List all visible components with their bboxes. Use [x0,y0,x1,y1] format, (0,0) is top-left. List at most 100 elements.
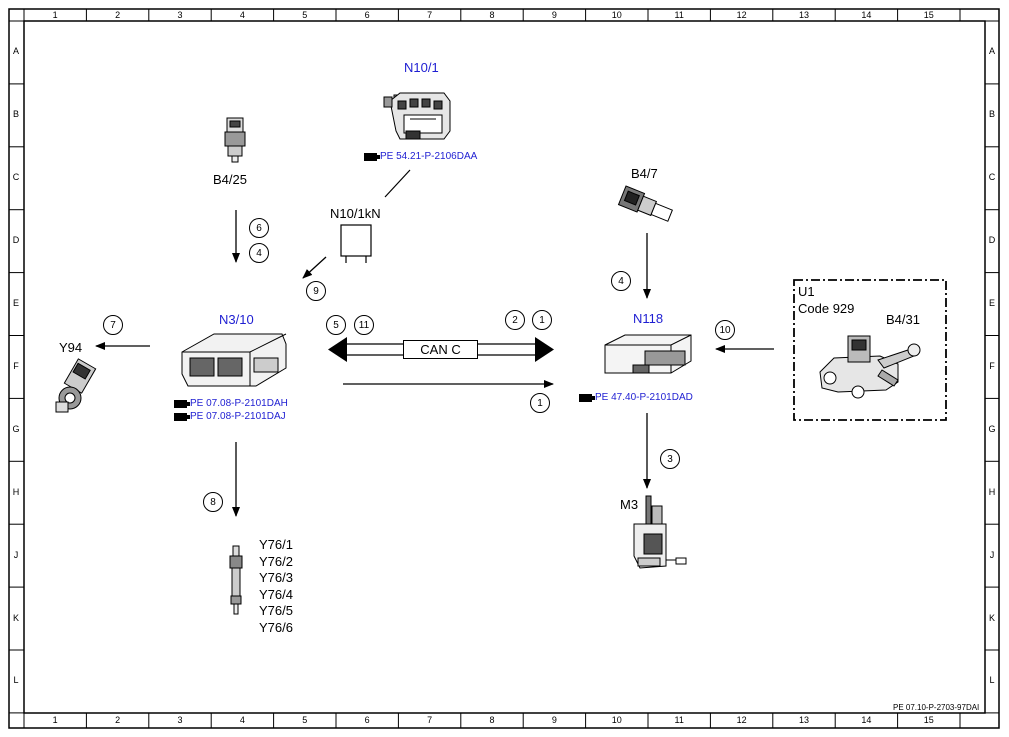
signal-10-badge: 10 [715,320,735,340]
b4-25-label: B4/25 [213,172,247,187]
row-label-left: E [12,298,19,309]
column-label-bottom: 11 [674,715,684,725]
row-label-left: B [12,109,19,120]
u1-code-label: Code 929 [798,301,855,316]
row-label-right: B [988,109,995,120]
y76-injector-drawing [229,545,243,615]
row-label-left: J [13,549,19,560]
n10-1-reference[interactable]: PE 54.21-P-2106DAA [364,151,477,162]
signal-3-badge: 3 [660,449,680,469]
row-label-left: K [12,612,19,623]
b4-31-sensor-drawing [819,335,921,399]
column-label-top: 7 [427,10,433,20]
signal-2-badge: 2 [505,310,525,330]
reference-pointer-icon [364,152,380,161]
row-label-right: A [988,46,995,57]
column-label-top: 13 [798,10,809,20]
y76-5-label: Y76/5 [259,603,293,619]
y76-2-label: Y76/2 [259,553,293,569]
column-label-bottom: 5 [302,715,308,725]
column-label-bottom: 6 [364,715,370,725]
arrow-relay-to-n3-10 [302,256,327,279]
n10-1-label: N10/1 [404,60,439,75]
column-label-bottom: 12 [736,715,747,725]
document-reference-footer: PE 07.10-P-2703-97DAI [893,703,980,712]
column-label-bottom: 4 [239,715,245,725]
n10-1-module-drawing [383,92,451,140]
y94-valve-drawing [55,358,97,413]
row-label-left: H [12,486,20,497]
b4-31-label: B4/31 [886,312,920,327]
u1-label: U1 [798,284,815,299]
row-label-left: F [13,360,19,371]
row-label-left: G [12,423,20,434]
b4-7-sensor-drawing [617,185,673,222]
row-label-right: H [988,486,996,497]
column-label-top: 15 [923,10,934,20]
column-label-bottom: 2 [115,715,121,725]
u1-boundary-box [793,279,947,421]
m3-label: M3 [620,497,639,512]
column-label-top: 9 [551,10,557,20]
signal-4-n118-badge: 4 [611,271,631,291]
column-label-bottom: 10 [611,715,622,725]
y76-4-label: Y76/4 [259,586,293,602]
n3-10-reference-1[interactable]: PE 07.08-P-2101DAH [174,398,288,409]
column-label-top: 2 [115,10,121,20]
signal-6-badge: 6 [249,218,269,238]
column-label-top: 4 [239,10,245,20]
column-label-bottom: 1 [52,715,58,725]
reference-pointer-icon [174,412,190,421]
row-label-left: L [13,675,19,686]
drawing-frame [8,8,1000,729]
signal-11-badge: 11 [354,315,374,335]
column-label-bottom: 13 [798,715,809,725]
row-label-left: A [12,46,19,57]
row-label-right: C [988,172,996,183]
column-label-top: 11 [674,10,684,20]
column-label-bottom: 9 [551,715,557,725]
n118-reference-text: PE 47.40-P-2101DAD [595,392,693,403]
row-label-right: J [989,549,995,560]
column-label-bottom: 15 [923,715,934,725]
signal-1-badge: 1 [532,310,552,330]
row-label-right: K [988,612,995,623]
signal-7-badge: 7 [103,315,123,335]
row-label-right: E [988,298,995,309]
y94-label: Y94 [59,340,83,355]
n3-10-label: N3/10 [219,312,254,327]
row-label-right: D [988,235,996,246]
column-label-top: 5 [302,10,308,20]
y76-6-label: Y76/6 [259,619,293,635]
n10-1-to-relay-line [384,169,411,198]
column-label-top: 12 [736,10,747,20]
column-label-top: 10 [611,10,622,20]
m3-pump-drawing [633,495,687,569]
column-label-top: 1 [52,10,58,20]
n10-1-reference-text: PE 54.21-P-2106DAA [380,151,478,162]
column-label-top: 3 [177,10,183,20]
reference-pointer-icon [174,399,190,408]
n118-reference[interactable]: PE 47.40-P-2101DAD [579,392,693,403]
b4-25-sensor-drawing [224,117,246,163]
row-label-right: L [989,675,995,686]
n10-1kn-label: N10/1kN [330,206,381,221]
column-label-bottom: 7 [427,715,433,725]
signal-9-badge: 9 [306,281,326,301]
n3-10-reference-2[interactable]: PE 07.08-P-2101DAJ [174,411,286,422]
y76-1-label: Y76/1 [259,537,293,552]
can-c-label: CAN C [403,340,478,359]
n118-module-drawing [604,334,692,374]
signal-1-lower-badge: 1 [530,393,550,413]
column-label-bottom: 3 [177,715,183,725]
row-label-right: F [989,360,995,371]
signal-8-badge: 8 [203,492,223,512]
column-label-bottom: 14 [861,715,872,725]
column-label-top: 14 [861,10,872,20]
y76-label-list: Y76/1 Y76/2 Y76/3 Y76/4 Y76/5 Y76/6 [259,537,293,637]
row-label-right: G [988,423,996,434]
n3-10-ecu-drawing [181,333,287,387]
relay-drawing [340,224,372,263]
